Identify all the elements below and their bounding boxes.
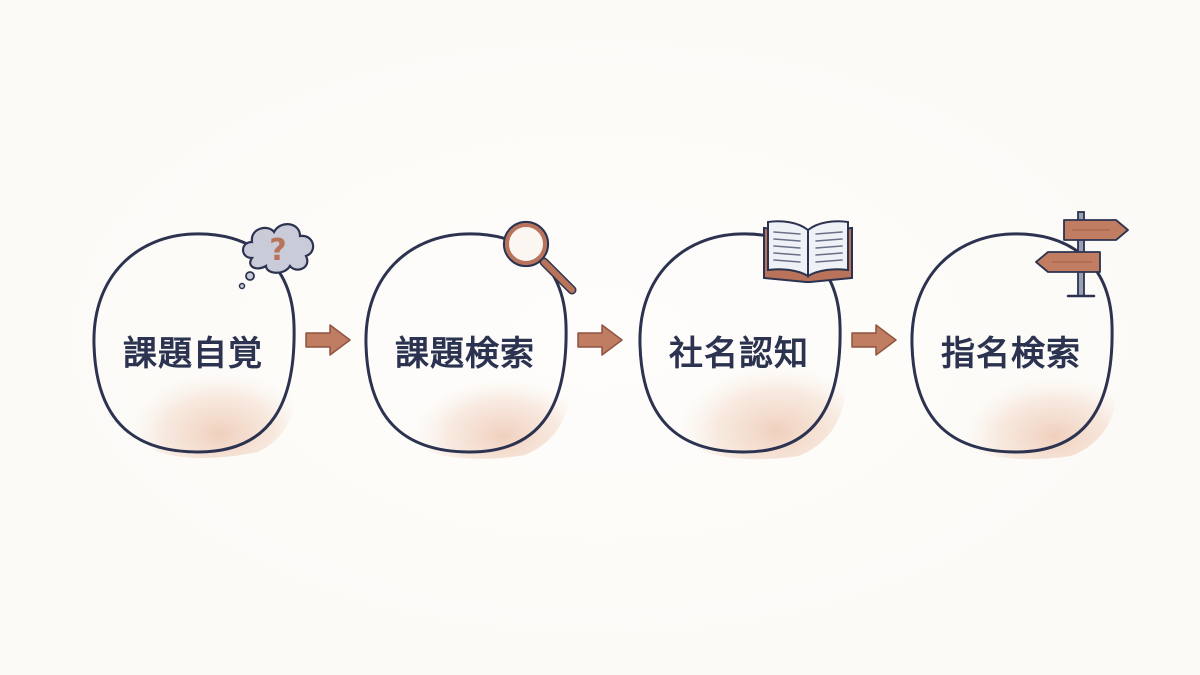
stage-1: 課題自覚 ? [88, 223, 315, 460]
signpost-icon [1035, 211, 1129, 298]
bubble-outline [92, 232, 296, 454]
stage-label: 課題自覚 [123, 334, 263, 374]
watercolor-wash [950, 353, 1118, 460]
watercolor-wash [128, 346, 295, 458]
arrow-right-icon [305, 324, 351, 356]
stage-4: 指名検索 [906, 211, 1129, 460]
arrow-right-icon [577, 324, 623, 356]
stage-3: 社名認知 [634, 220, 853, 460]
watercolor-wash [404, 354, 571, 459]
stage-2: 課題検索 [360, 220, 577, 460]
stage-label: 課題検索 [395, 334, 535, 374]
bubble-outline [910, 232, 1114, 454]
magnifying-glass-icon [502, 220, 577, 295]
stage-bubble [910, 232, 1118, 460]
stage-label: 指名検索 [941, 334, 1081, 374]
open-book-icon [763, 220, 853, 283]
thought-cloud-question-icon: ? [238, 223, 315, 290]
stage-bubble [92, 232, 296, 458]
question-mark-glyph: ? [269, 233, 286, 268]
stage-label: 社名認知 [669, 334, 809, 374]
arrow-right-icon [851, 324, 897, 356]
watercolor-wash [673, 346, 847, 460]
